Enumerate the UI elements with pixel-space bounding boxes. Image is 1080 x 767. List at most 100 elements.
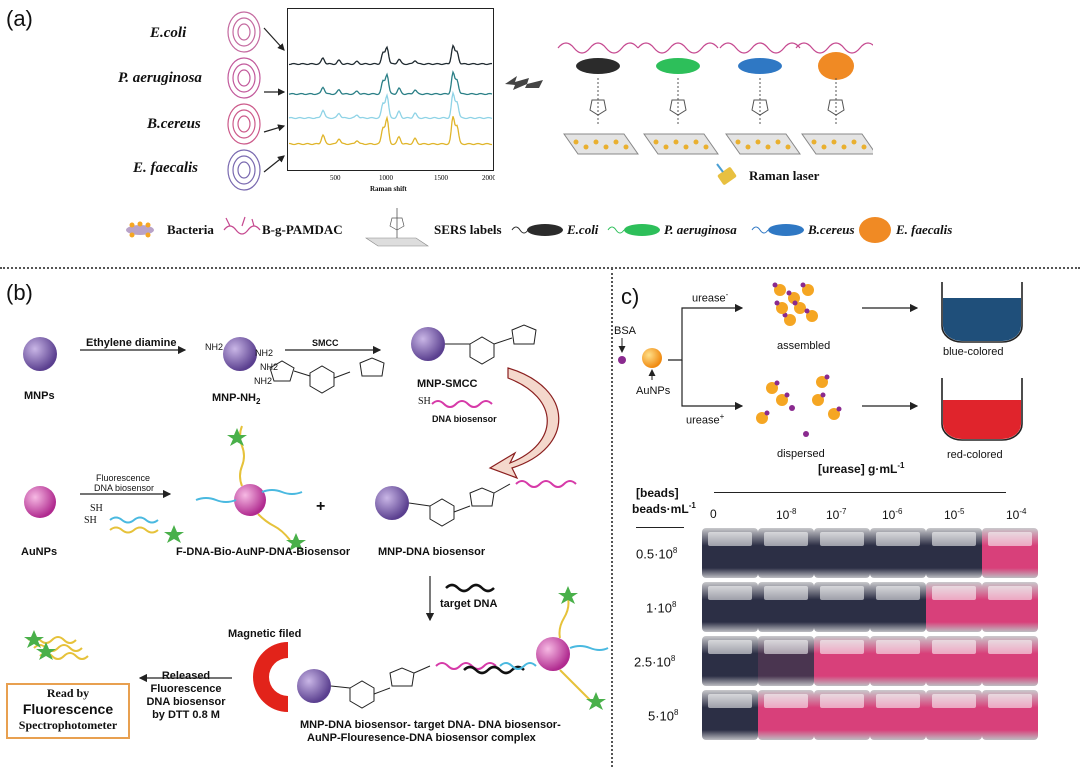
mnp-nh2-sphere xyxy=(223,337,257,371)
label-efaecalis: E. faecalis xyxy=(133,160,198,176)
bacterium-cell xyxy=(818,52,854,80)
mnp-smcc-sphere xyxy=(411,327,445,361)
cuvette-highlight xyxy=(932,694,976,708)
smcc-structure xyxy=(269,357,385,394)
legend-bgpamdac-label: B-g-PAMDAC xyxy=(262,222,343,237)
assembled-particles xyxy=(772,282,818,326)
fluorescence-label: Fluorescence xyxy=(22,701,114,717)
gold-nanoparticle xyxy=(755,139,761,145)
label-mnps: MNPs xyxy=(24,390,55,402)
sers-substrate xyxy=(725,133,801,155)
panel-b-graphics xyxy=(23,324,609,712)
spectrum-line-paeruginosa xyxy=(288,70,493,96)
gold-nanoparticle xyxy=(811,139,817,145)
legend-efaecalis-icon xyxy=(859,217,891,243)
spec-tick-500: 500 xyxy=(330,174,341,182)
cuvette-highlight xyxy=(764,586,808,600)
sers-substrate xyxy=(643,133,719,155)
cuvette-highlight xyxy=(764,640,808,654)
cuvette-blue xyxy=(926,528,982,578)
sers-label-ring xyxy=(589,99,607,116)
polymer-strand xyxy=(795,42,873,54)
cuvette-highlight xyxy=(764,532,808,546)
cuvette-red xyxy=(814,690,870,740)
assembled-bsa xyxy=(782,312,788,318)
urease-col-label: 0 xyxy=(710,507,717,521)
label-nh2-a: NH2 xyxy=(255,348,274,358)
legend-paeruginosa-label: P. aeruginosa xyxy=(664,222,737,237)
mnp-dna-sphere xyxy=(375,486,409,520)
bacteria-assembly-1 xyxy=(557,42,639,155)
gold-nanoparticle xyxy=(851,139,857,145)
spec-tick-1000: 1000 xyxy=(379,174,394,182)
cuvette-highlight xyxy=(932,532,976,546)
dispersed-aunp xyxy=(776,394,788,406)
complex-aunp-sphere xyxy=(536,637,570,671)
star-icon xyxy=(586,692,606,710)
bacteria-sers-assemblies xyxy=(557,42,873,155)
legend-bacteria-label: Bacteria xyxy=(167,222,214,237)
label-fdna: F-DNA-Bio-AuNP-DNA-Biosensor xyxy=(176,546,351,558)
label-urease-minus: urease- xyxy=(692,290,729,305)
gold-nanoparticle xyxy=(653,139,659,145)
fingerprint-icons xyxy=(227,11,261,191)
dispersed-bsa xyxy=(803,431,809,437)
label-mnp-nh2: MNP-NH2 xyxy=(212,392,261,407)
gold-nanoparticle xyxy=(623,144,629,150)
gold-nanoparticle xyxy=(663,144,669,150)
label-mnp-smcc: MNP-SMCC xyxy=(417,378,478,390)
label-bcereus: B.cereus xyxy=(147,116,201,132)
beads-axis-line xyxy=(636,527,684,528)
label-blue-colored: blue-colored xyxy=(943,346,1004,358)
dispersed-particles xyxy=(756,374,842,437)
curved-reaction-arrow xyxy=(488,367,560,480)
cuvette-highlight xyxy=(988,694,1032,708)
cuvette-highlight xyxy=(932,640,976,654)
panel-c-scheme xyxy=(618,282,1023,441)
cuvette-red xyxy=(982,582,1038,632)
fingerprint-icon-efaecalis xyxy=(227,149,261,191)
cuvette-blue xyxy=(758,636,814,686)
read-by-box: Read by Fluorescence Spectrophotometer xyxy=(6,683,130,739)
label-mnp-dna: MNP-DNA biosensor xyxy=(378,546,486,558)
gold-nanoparticle xyxy=(821,144,827,150)
fdna-blue-right xyxy=(261,489,303,495)
cuvette-red xyxy=(870,690,926,740)
label-bsa: BSA xyxy=(614,325,637,337)
gold-nanoparticle xyxy=(583,144,589,150)
dispersed-aunp xyxy=(828,408,840,420)
panel-a-label: (a) xyxy=(6,6,33,31)
star-icon xyxy=(286,533,306,551)
bacteria-assembly-3 xyxy=(719,42,801,155)
cuvette-highlight xyxy=(820,694,864,708)
cuvette-highlight xyxy=(820,640,864,654)
gold-nanoparticle xyxy=(735,139,741,145)
cuvette-blue xyxy=(814,528,870,578)
gold-nanoparticle xyxy=(673,139,679,145)
legend-bacteria-icon xyxy=(126,221,154,238)
spec-tick-2000: 2000 xyxy=(482,174,495,182)
beads-row-label: 2.5·108 xyxy=(634,654,676,670)
gold-nanoparticle xyxy=(683,144,689,150)
polymer-strand xyxy=(637,42,719,54)
assembled-bsa xyxy=(800,282,806,288)
sers-label-ring xyxy=(751,99,769,116)
panel-b-label: (b) xyxy=(6,280,33,305)
label-aunps-c: AuNPs xyxy=(636,385,671,397)
mnp-dna-linker xyxy=(408,483,511,527)
legend-bcereus-label: B.cereus xyxy=(808,222,855,237)
cuvette-red xyxy=(982,690,1038,740)
label-released-2: Fluorescence xyxy=(150,683,222,695)
gold-nanoparticle xyxy=(593,139,599,145)
beaker-blue-liquid xyxy=(943,298,1021,341)
gold-nanoparticle xyxy=(603,144,609,150)
fdna-yellow-down xyxy=(257,513,291,541)
dispersed-bsa xyxy=(774,380,780,386)
cuvette-red xyxy=(982,636,1038,686)
complex-linker xyxy=(330,665,431,709)
laser-wave-arrow xyxy=(505,76,543,90)
dispersed-bsa xyxy=(836,406,842,412)
urease-axis-line xyxy=(714,492,1006,493)
aunp-gold-sphere xyxy=(642,348,662,368)
star-icon xyxy=(227,428,247,446)
